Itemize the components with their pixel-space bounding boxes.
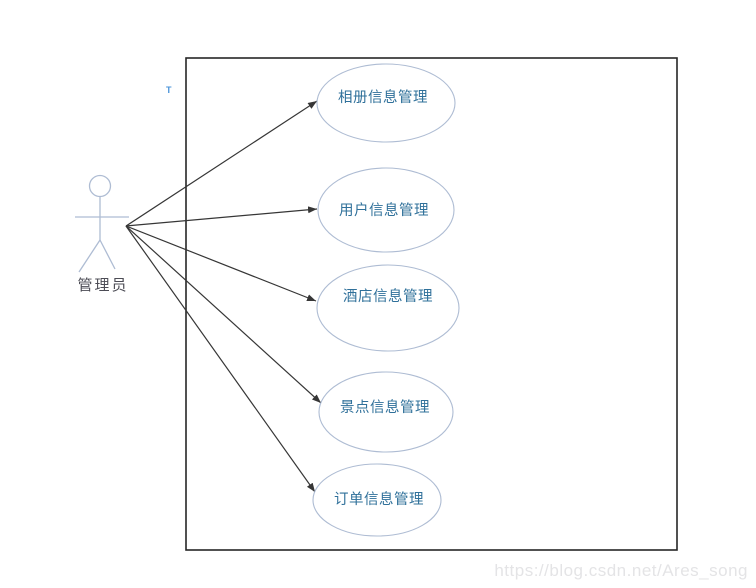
- usecase-users: 用户信息管理: [317, 167, 455, 253]
- association-arrows: [125, 100, 322, 493]
- usecase-hotels: 酒店信息管理: [316, 264, 460, 352]
- watermark: https://blog.csdn.net/Ares_song: [494, 561, 748, 580]
- actor-leg-left: [78, 239, 101, 273]
- usecase-ellipse: [316, 63, 456, 143]
- association-arrow-orders: [125, 225, 316, 493]
- usecase-nodes: 相册信息管理 用户信息管理 酒店信息管理 景点信息管理 订单信息管理: [312, 63, 460, 537]
- usecase-label: 订单信息管理: [334, 491, 424, 508]
- association-arrow-spots: [125, 225, 322, 404]
- actor-leg-right: [99, 239, 116, 270]
- usecase-label: 相册信息管理: [338, 89, 428, 106]
- usecase-spots: 景点信息管理: [318, 371, 454, 453]
- usecase-ellipse: [318, 371, 454, 453]
- association-arrow-hotels: [125, 225, 317, 302]
- association-arrow-users: [125, 206, 318, 227]
- actor-label: 管理员: [77, 277, 128, 294]
- usecase-ellipse: [312, 463, 442, 537]
- usecase-orders: 订单信息管理: [312, 463, 442, 537]
- usecase-label: 用户信息管理: [339, 202, 429, 219]
- usecase-label: 景点信息管理: [340, 399, 430, 416]
- usecase-label: 酒店信息管理: [343, 288, 433, 305]
- actor-head: [88, 174, 112, 198]
- usecase-albums: 相册信息管理: [316, 63, 456, 143]
- actor-figure: [75, 174, 129, 273]
- association-arrow-albums: [125, 100, 318, 227]
- system-boundary: [185, 57, 678, 551]
- text-tool-marker: T: [166, 85, 172, 95]
- usecase-ellipse: [316, 264, 460, 352]
- usecase-ellipse: [317, 167, 455, 253]
